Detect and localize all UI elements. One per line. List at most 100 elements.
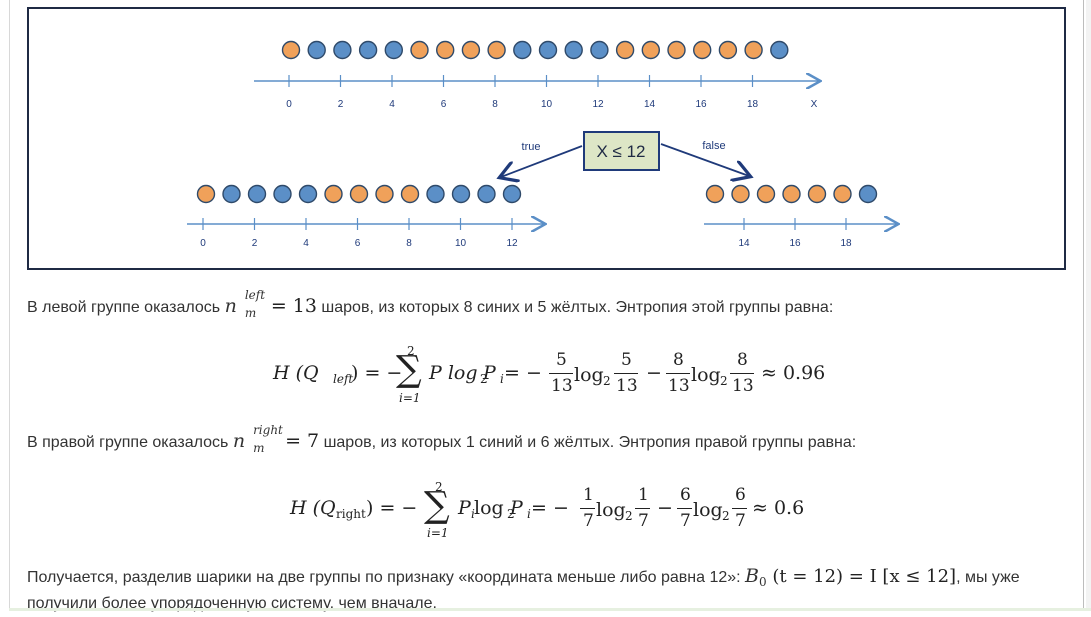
p3-line1-end: , мы уже bbox=[956, 569, 1020, 586]
decision-node-box bbox=[583, 131, 660, 171]
eq1-body-sub: 2 bbox=[480, 372, 488, 386]
left-tick-label: 0 bbox=[200, 238, 206, 249]
bottom-border bbox=[9, 608, 1091, 611]
eq1-log2-sub: 2 bbox=[720, 374, 728, 388]
eq2-f1-den: 7 bbox=[583, 511, 594, 531]
right-ball-orange bbox=[833, 184, 852, 204]
n-sup-right: right bbox=[253, 423, 283, 437]
eq2-f4-den: 7 bbox=[735, 511, 746, 531]
true-label: true bbox=[522, 141, 541, 153]
eq2-f2-bar bbox=[635, 508, 650, 509]
eq2-body2: log bbox=[474, 497, 504, 519]
top-axis-label: X bbox=[811, 99, 818, 110]
eq1-body2-sub: i bbox=[500, 372, 504, 386]
conclusion-paragraph: Получается, разделив шарики на две групп… bbox=[27, 563, 1020, 617]
top-ball-blue bbox=[513, 40, 532, 60]
left-tick-label: 8 bbox=[406, 238, 412, 249]
top-ball-orange bbox=[461, 40, 481, 60]
eq2-log1: log bbox=[596, 499, 626, 521]
eq1-f2-bar bbox=[614, 373, 638, 374]
eq1-equals: = − bbox=[504, 362, 542, 384]
eq2-f2-num: 1 bbox=[638, 485, 649, 505]
eq2-log2-sub: 2 bbox=[722, 509, 730, 523]
eq2-f4-bar bbox=[732, 508, 747, 509]
left-tick-label: 2 bbox=[252, 238, 258, 249]
top-ball-blue bbox=[590, 40, 609, 60]
top-tick-label: 2 bbox=[338, 99, 344, 110]
eq2-sum-bottom: i=1 bbox=[427, 526, 449, 540]
top-ball-blue bbox=[358, 40, 378, 60]
eq1-sum-top: 2 bbox=[407, 344, 415, 358]
top-ball-orange bbox=[744, 40, 763, 60]
eq1-log1: log bbox=[574, 364, 604, 386]
left-border bbox=[9, 0, 10, 611]
right-ball-orange bbox=[782, 184, 801, 204]
eq2-body3: P bbox=[510, 497, 523, 519]
eq2-f3-num: 6 bbox=[680, 485, 691, 505]
left-ball-orange bbox=[196, 184, 216, 204]
right-tick-label: 16 bbox=[789, 238, 801, 249]
left-tick-label: 12 bbox=[506, 238, 518, 249]
top-ball-blue bbox=[770, 40, 789, 60]
right-tick-label: 18 bbox=[840, 238, 852, 249]
top-tick-label: 12 bbox=[592, 99, 604, 110]
left-ball-blue bbox=[273, 184, 292, 204]
eq2-body-sub: i bbox=[471, 507, 475, 521]
top-ball-orange bbox=[436, 40, 455, 60]
eq2-f1-num: 1 bbox=[583, 485, 594, 505]
eq2-body: P bbox=[458, 497, 471, 519]
eq1-log2: log bbox=[691, 364, 721, 386]
eq1-log1-sub: 2 bbox=[603, 374, 611, 388]
eq2-f4-num: 6 bbox=[735, 485, 746, 505]
top-ball-orange bbox=[667, 40, 686, 60]
left-tick-label: 4 bbox=[303, 238, 309, 249]
false-label: false bbox=[702, 140, 725, 152]
p2-text-before: В правой группе оказалось bbox=[27, 434, 233, 451]
right-ball-orange bbox=[705, 184, 725, 204]
top-ball-blue bbox=[384, 40, 403, 60]
p3-line1-text: Получается, разделив шарики на две групп… bbox=[27, 569, 746, 586]
eq2-sum-top: 2 bbox=[435, 480, 443, 494]
eq2-f1-bar bbox=[580, 508, 595, 509]
eq2-lhs-close: ) = − bbox=[366, 497, 418, 519]
top-ball-blue bbox=[538, 40, 558, 60]
top-tick-label: 8 bbox=[492, 99, 498, 110]
right-ball-blue bbox=[858, 184, 878, 204]
eq1-lhs-close: ) = − bbox=[351, 362, 403, 384]
top-ball-orange bbox=[487, 40, 506, 60]
top-tick-label: 4 bbox=[389, 99, 395, 110]
true-branch-arrow bbox=[501, 145, 583, 177]
top-ball-orange bbox=[615, 40, 635, 60]
left-ball-blue bbox=[222, 184, 241, 204]
eq1-f4-den: 13 bbox=[732, 376, 754, 396]
left-ball-blue bbox=[477, 184, 496, 204]
eq1-sum-symbol: ∑ bbox=[396, 349, 422, 390]
p2-text-after: шаров, из которых 1 синий и 6 жёлтых. Эн… bbox=[319, 434, 857, 451]
top-tick-label: 16 bbox=[695, 99, 707, 110]
eq2-f3-bar bbox=[677, 508, 692, 509]
top-ball-orange bbox=[410, 40, 429, 60]
right-ball-orange bbox=[731, 184, 750, 204]
top-ball-blue bbox=[564, 40, 583, 60]
n-sup-left: left bbox=[244, 288, 266, 302]
scrollbar-track[interactable] bbox=[1083, 0, 1084, 611]
left-ball-orange bbox=[400, 184, 420, 204]
top-tick-label: 6 bbox=[441, 99, 447, 110]
eq2-body3-sub: i bbox=[527, 507, 531, 521]
left-ball-orange bbox=[324, 184, 343, 204]
eq1-sum-bottom: i=1 bbox=[399, 391, 421, 405]
eq1-lhs-sub: left bbox=[333, 372, 354, 386]
conclusion-line-2: получили более упорядоченную систему, че… bbox=[27, 595, 437, 612]
top-ball-blue bbox=[333, 40, 352, 60]
eq1-result: ≈ 0.96 bbox=[761, 362, 826, 384]
decision-node-label: X ≤ 12 bbox=[596, 142, 645, 161]
n-symbol-right: n bbox=[232, 430, 246, 452]
eq1-f4-num: 8 bbox=[737, 350, 748, 370]
top-ball-row bbox=[281, 40, 789, 60]
